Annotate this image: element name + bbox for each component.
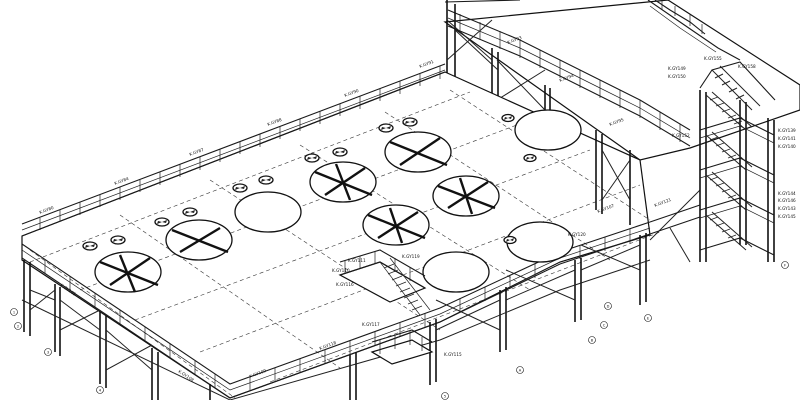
grid-bubble: F bbox=[781, 261, 789, 269]
label-top-rail-3: K.GY87 bbox=[189, 147, 205, 157]
label-front-rail-4: K.GY118 bbox=[319, 340, 338, 351]
svg-text:D: D bbox=[607, 305, 610, 309]
label-front-rail-3: K.GY109 bbox=[249, 368, 268, 379]
main-deck bbox=[21, 71, 651, 399]
label-platform-9: K.GY107 bbox=[597, 203, 616, 214]
label-tower-1: K.GY150 bbox=[668, 74, 686, 79]
label-platform-7: K.GY115 bbox=[444, 352, 462, 357]
back-handrail bbox=[21, 63, 446, 237]
grid-bubble: 5 bbox=[441, 392, 449, 400]
grid-bubble: B bbox=[588, 336, 596, 344]
label-stair-4: K.GY140 bbox=[778, 144, 796, 149]
label-stair-5: K.GY146 bbox=[778, 198, 796, 203]
label-stair-9: K.GY155 bbox=[704, 56, 722, 61]
grid-bubble: C bbox=[600, 321, 608, 329]
svg-text:4: 4 bbox=[99, 389, 102, 393]
label-stair-6: K.GY143 bbox=[778, 206, 796, 211]
support-columns bbox=[23, 130, 647, 400]
opening-beams bbox=[99, 137, 496, 293]
svg-text:E: E bbox=[647, 317, 650, 321]
label-stair-1: K.GY152 bbox=[672, 133, 690, 138]
svg-text:2: 2 bbox=[17, 325, 19, 329]
label-stair-2: K.GY141 bbox=[778, 136, 796, 141]
grid-bubble: 4 bbox=[96, 386, 104, 394]
grid-bubble: 3 bbox=[44, 348, 52, 356]
svg-text:A: A bbox=[519, 369, 522, 373]
svg-text:5: 5 bbox=[444, 395, 446, 399]
member-labels: K.GY80 K.GY84 K.GY87 K.GY88 K.GY90 K.GY9… bbox=[39, 35, 796, 383]
front-handrail bbox=[21, 221, 651, 399]
label-stair-7: K.GY145 bbox=[778, 214, 796, 219]
svg-text:B: B bbox=[591, 339, 594, 343]
label-upper-rail-3: K.GY95 bbox=[609, 117, 625, 127]
grid-bubble: E bbox=[644, 314, 652, 322]
label-upper-rail-2: K.GY94 bbox=[559, 73, 575, 83]
label-stair-8: K.GY144 bbox=[778, 191, 796, 196]
under-deck-bracing bbox=[21, 149, 701, 400]
label-top-rail-2: K.GY84 bbox=[114, 176, 130, 186]
label-right-rail-2: K.GY121 bbox=[654, 197, 673, 208]
stair-tower bbox=[649, 61, 776, 263]
label-top-rail-6: K.GY91 bbox=[419, 59, 435, 69]
label-right-rail-1: K.GY120 bbox=[568, 232, 586, 237]
label-platform-3: K.GY116 bbox=[336, 282, 354, 287]
grid-bubble: A bbox=[516, 366, 524, 374]
grid-bubble: D bbox=[604, 302, 612, 310]
label-platform-8: K.GY119 bbox=[402, 254, 420, 259]
label-stair-10: K.GY158 bbox=[738, 64, 756, 69]
label-tower-2: K.GY149 bbox=[668, 66, 686, 71]
label-stair-3: K.GY139 bbox=[778, 128, 796, 133]
grid-bubble: 1 bbox=[10, 308, 18, 316]
label-upper-rail-1: K.GY93 bbox=[507, 35, 523, 45]
svg-text:1: 1 bbox=[13, 311, 15, 315]
label-platform-2: K.GY110 bbox=[332, 268, 350, 273]
fan-symbols bbox=[82, 113, 537, 251]
svg-text:C: C bbox=[603, 324, 606, 328]
svg-text:3: 3 bbox=[47, 351, 49, 355]
central-access-platform bbox=[338, 249, 434, 365]
label-top-rail-5: K.GY90 bbox=[344, 88, 360, 98]
label-top-rail-1: K.GY80 bbox=[39, 205, 55, 215]
label-platform-1: K.GY111 bbox=[348, 258, 366, 263]
upper-platform bbox=[443, 0, 800, 162]
label-platform-4: K.GY117 bbox=[362, 322, 380, 327]
label-top-rail-4: K.GY88 bbox=[267, 117, 283, 127]
grid-bubbles: 1 2 3 4 5 A B C D E F bbox=[10, 261, 789, 400]
svg-text:F: F bbox=[784, 264, 786, 268]
grid-bubble: 2 bbox=[14, 322, 22, 330]
